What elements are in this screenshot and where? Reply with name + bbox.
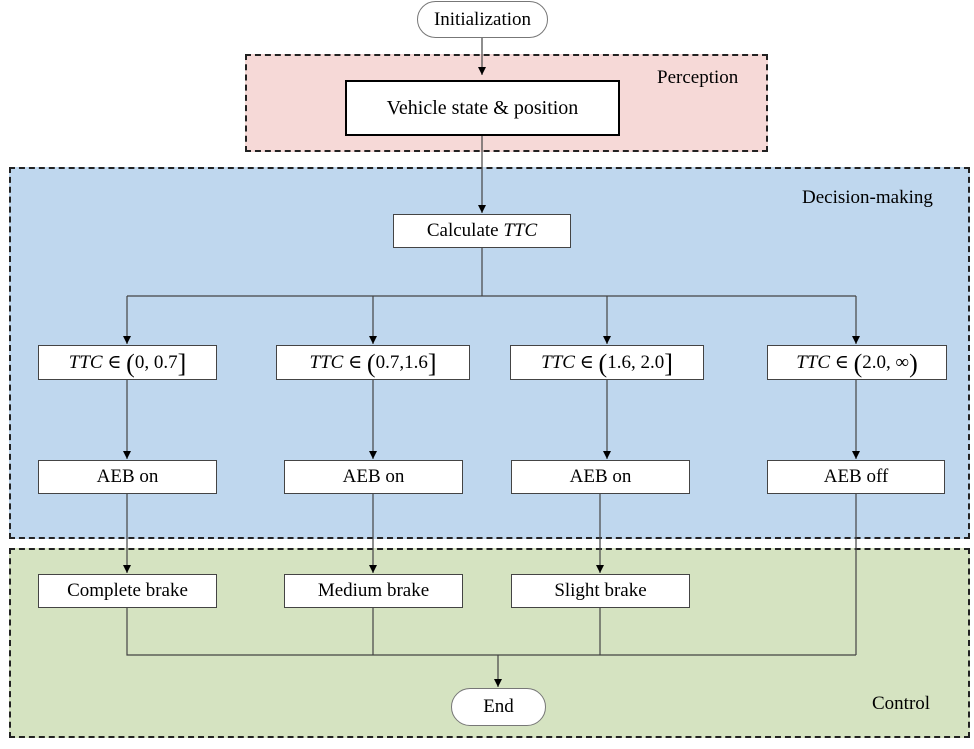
condition-close: ] [664, 349, 673, 378]
calculate-ttc-node: Calculate TTC [393, 214, 571, 248]
brake-label: Slight brake [554, 580, 647, 601]
perception-label: Perception [657, 67, 739, 88]
aeb-label: AEB off [823, 466, 889, 487]
condition-op: ∈ [579, 352, 594, 373]
initialization-node: Initialization [417, 1, 548, 38]
condition-node-2: TTC ∈ (0.7,1.6] [276, 345, 470, 380]
complete-brake-node: Complete brake [38, 574, 217, 608]
aeb-node-3: AEB on [511, 460, 690, 494]
condition-open: ( [853, 349, 863, 378]
condition-open: ( [366, 349, 376, 378]
aeb-label: AEB on [342, 466, 405, 487]
condition-var: TTC [541, 351, 575, 373]
condition-op: ∈ [834, 352, 849, 373]
vehicle-state-label: Vehicle state & position [386, 96, 579, 119]
brake-label: Medium brake [317, 580, 430, 601]
condition-close: ] [177, 349, 187, 378]
aeb-node-4: AEB off [767, 460, 945, 494]
aeb-label: AEB on [569, 466, 632, 487]
condition-open: ( [598, 349, 608, 378]
condition-range: 1.6, 2.0 [607, 351, 665, 373]
end-node: End [451, 688, 546, 726]
end-label: End [483, 696, 514, 717]
condition-op: ∈ [348, 352, 363, 373]
condition-node-1: TTC ∈ (0, 0.7] [38, 345, 217, 380]
condition-op: ∈ [107, 352, 122, 373]
condition-var: TTC [309, 351, 344, 373]
aeb-label: AEB on [96, 466, 159, 487]
aeb-node-2: AEB on [284, 460, 463, 494]
slight-brake-node: Slight brake [511, 574, 690, 608]
initialization-label: Initialization [433, 8, 532, 30]
condition-close: ] [427, 349, 437, 378]
vehicle-state-node: Vehicle state & position [345, 80, 620, 136]
medium-brake-node: Medium brake [284, 574, 463, 608]
condition-range: 2.0, ∞ [862, 351, 910, 373]
decision-making-label: Decision-making [802, 187, 933, 208]
condition-range: 0.7,1.6 [375, 351, 428, 373]
calculate-label: Calculate [426, 220, 504, 241]
condition-node-3: TTC ∈ (1.6, 2.0] [510, 345, 704, 380]
condition-range: 0, 0.7 [134, 351, 178, 373]
control-label: Control [872, 693, 931, 714]
condition-open: ( [126, 349, 135, 378]
ttc-variable: TTC [503, 220, 538, 241]
condition-close: ) [909, 349, 918, 378]
merge-line [126, 608, 856, 656]
aeb-node-1: AEB on [38, 460, 217, 494]
condition-var: TTC [68, 351, 103, 373]
condition-node-4: TTC ∈ (2.0, ∞) [767, 345, 947, 380]
brake-label: Complete brake [67, 580, 188, 601]
condition-var: TTC [796, 351, 831, 373]
branch-line [127, 248, 856, 297]
